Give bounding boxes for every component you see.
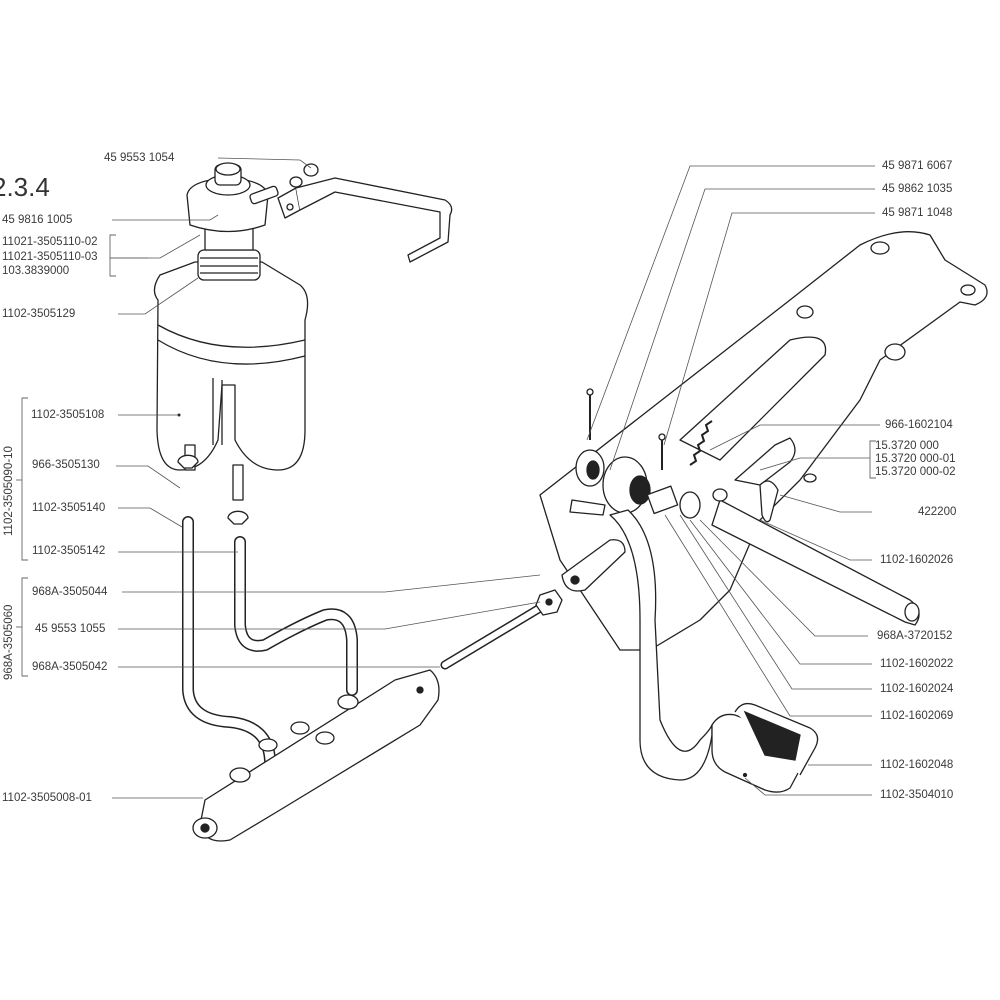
- part-label: 1102-3505129: [2, 308, 76, 320]
- assembly-label: 968A-3505060: [3, 604, 15, 680]
- part-label: 1102-1602069: [880, 710, 954, 722]
- brake-fluid-reservoir: [153, 162, 453, 501]
- part-label: 15.3720 000: [875, 440, 939, 452]
- part-label: 1102-1602024: [880, 683, 954, 695]
- hoses-and-clamps: [177, 454, 358, 766]
- pedal-hardware: [561, 388, 796, 592]
- part-label: 968A-3505042: [32, 661, 108, 673]
- part-label: 11021-3505110-03: [2, 251, 98, 263]
- part-label: 968A-3720152: [877, 630, 953, 642]
- part-label: 1102-1602048: [880, 759, 954, 771]
- part-label: 422200: [918, 506, 957, 518]
- pushrod: [440, 589, 563, 670]
- part-label: 966-1602104: [885, 419, 953, 431]
- part-label: 1102-3505140: [32, 502, 106, 514]
- part-label: 1102-3505142: [32, 545, 106, 557]
- part-label: 45 9871 1048: [882, 207, 953, 219]
- part-label: 1102-1602026: [880, 554, 954, 566]
- part-label: 45 9816 1005: [2, 214, 73, 226]
- part-label: 45 9862 1035: [882, 183, 953, 195]
- part-label: 11021-3505110-02: [2, 236, 98, 248]
- part-label: 1102-3505108: [31, 409, 105, 421]
- part-label: 1102-3505008-01: [2, 792, 92, 804]
- part-label: 1102-3504010: [880, 789, 954, 801]
- assembly-label: 1102-3505090-10: [3, 446, 15, 536]
- group-brackets: [16, 234, 876, 677]
- part-label: 103.3839000: [2, 265, 70, 277]
- part-label: 1102-1602022: [880, 658, 954, 670]
- pedal-bracket: [539, 231, 988, 651]
- part-label: 45 9871 6067: [882, 160, 953, 172]
- leader-lines: [112, 157, 880, 799]
- part-label: 966-3505130: [32, 459, 100, 471]
- part-label: 15.3720 000-02: [875, 466, 956, 478]
- part-label: 15.3720 000-01: [875, 453, 956, 465]
- pedal-arm: [609, 509, 819, 793]
- figure-number: 2.3.4: [0, 172, 50, 202]
- master-cylinder: [192, 669, 440, 842]
- part-label: 968A-3505044: [32, 586, 108, 598]
- part-label: 45 9553 1054: [104, 152, 175, 164]
- part-label: 45 9553 1055: [35, 623, 106, 635]
